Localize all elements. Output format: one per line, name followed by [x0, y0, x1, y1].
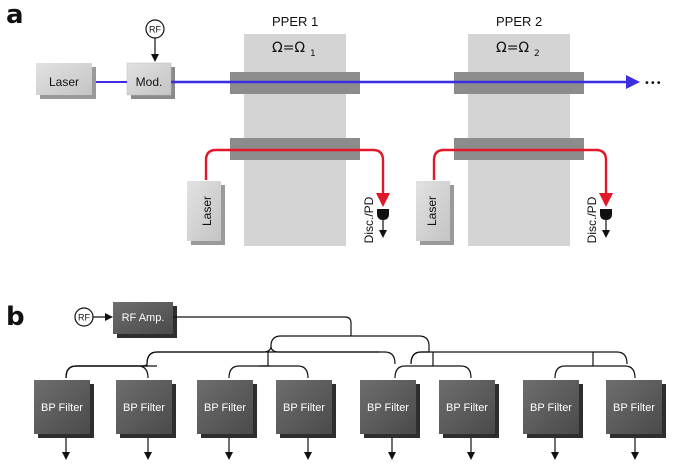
rf-source-b-label: RF	[78, 312, 90, 322]
pper-1-block	[230, 34, 360, 246]
bp-filter: BP Filter	[523, 380, 583, 460]
pper-1-probe-laser-label: Laser	[200, 196, 214, 226]
pper-2-probe-laser-label: Laser	[425, 196, 439, 226]
pper-2-block	[454, 34, 584, 246]
bp-filter-bank: BP Filter BP Filter BP Filter BP Filter …	[34, 380, 666, 460]
modulator-label: Mod.	[136, 75, 163, 89]
pper-1-omega-subscript: 1	[310, 49, 316, 59]
signal-beam	[171, 75, 640, 89]
rf-source-b: RF	[74, 307, 113, 327]
bp-filter-label: BP Filter	[41, 402, 83, 414]
bp-filter: BP Filter	[606, 380, 666, 460]
pper-2-detector-label: Disc./PD	[585, 196, 599, 243]
rf-source-a-label: RF	[149, 24, 161, 34]
bp-filter-label: BP Filter	[283, 402, 325, 414]
laser-source: Laser	[36, 63, 96, 99]
rf-amplifier-label: RF Amp.	[122, 312, 165, 324]
pper-2-probe-laser: Laser	[416, 181, 454, 245]
pper-2-photodetector: Disc./PD	[585, 196, 612, 243]
bp-filter: BP Filter	[197, 380, 257, 460]
laser-source-label: Laser	[49, 75, 79, 89]
pper-1-omega: Ω=Ω	[272, 40, 305, 56]
pper-1-probe-beam	[204, 148, 390, 207]
pper-1-frequency: Ω=Ω 1	[272, 40, 316, 59]
modulator: Mod.	[126, 62, 175, 99]
bp-filter-label: BP Filter	[367, 402, 409, 414]
pper-2-title: PPER 2	[496, 14, 542, 29]
bp-filter: BP Filter	[34, 380, 94, 460]
bp-filter: BP Filter	[276, 380, 336, 460]
pper-1-photodetector: Disc./PD	[362, 196, 389, 243]
bp-filter: BP Filter	[360, 380, 420, 460]
bp-filter-label: BP Filter	[530, 402, 572, 414]
pper-1-detector-label: Disc./PD	[362, 196, 376, 243]
bp-filter-label: BP Filter	[123, 402, 165, 414]
pper-1-title: PPER 1	[272, 14, 318, 29]
pper-2-omega: Ω=Ω	[496, 40, 529, 56]
bp-filter-label: BP Filter	[613, 402, 655, 414]
pper-2-probe-beam	[432, 148, 613, 207]
panel-a-letter: a	[6, 0, 24, 30]
bp-filter-label: BP Filter	[446, 402, 488, 414]
rf-source-a: RF	[145, 19, 165, 62]
continuation-ellipsis: •••	[644, 78, 662, 89]
bp-filter: BP Filter	[116, 380, 176, 460]
pper-2-frequency: Ω=Ω 2	[496, 40, 540, 59]
rf-amplifier: RF Amp.	[113, 302, 177, 338]
bp-filter: BP Filter	[439, 380, 499, 460]
panel-b-letter: b	[6, 302, 25, 332]
bp-filter-label: BP Filter	[204, 402, 246, 414]
pper-2-omega-subscript: 2	[534, 49, 540, 59]
pper-1-probe-laser: Laser	[187, 181, 225, 245]
splitter-tree	[65, 316, 636, 379]
